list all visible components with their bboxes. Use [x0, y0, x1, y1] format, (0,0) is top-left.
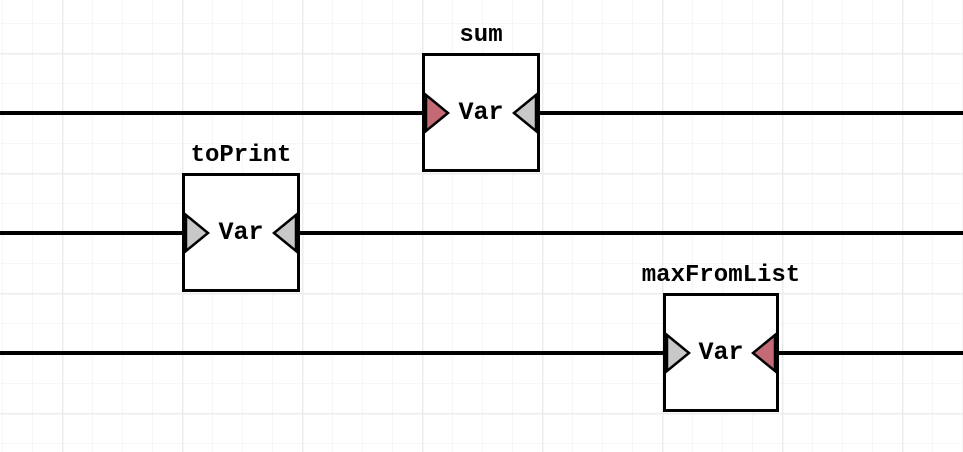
node-var-label: Var	[218, 218, 264, 247]
wire[interactable]	[0, 351, 963, 355]
left-port-icon[interactable]	[184, 211, 211, 254]
right-port-icon[interactable]	[271, 211, 298, 254]
node-title: sum	[459, 22, 503, 49]
right-port-icon[interactable]	[750, 331, 777, 374]
node-title: maxFromList	[641, 262, 801, 289]
wire[interactable]	[0, 231, 963, 235]
right-port-icon[interactable]	[511, 91, 538, 134]
left-port-icon[interactable]	[665, 331, 692, 374]
node-var-label: Var	[698, 338, 744, 367]
node-var-label: Var	[458, 98, 504, 127]
node-sum[interactable]: Var	[422, 53, 540, 172]
node-toPrint[interactable]: Var	[182, 173, 300, 292]
left-port-icon[interactable]	[424, 91, 451, 134]
node-maxFromList[interactable]: Var	[663, 293, 779, 412]
node-title: toPrint	[190, 142, 292, 169]
